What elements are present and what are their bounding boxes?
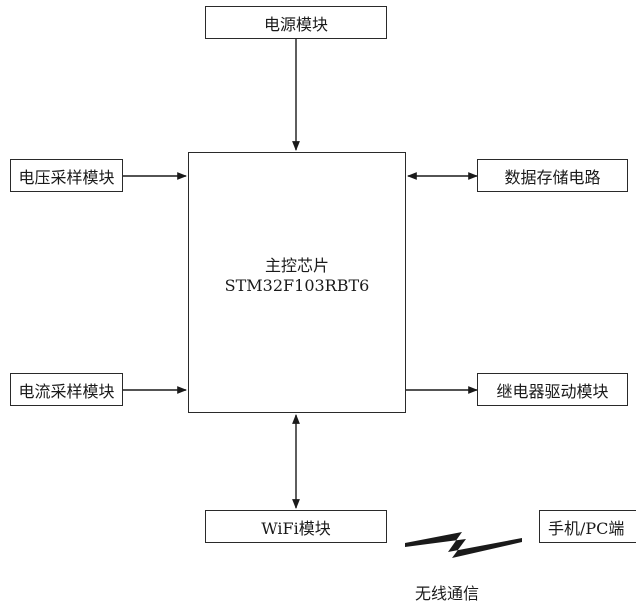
main-chip-title: 主控芯片: [264, 256, 329, 275]
wifi-module-block: WiFi模块: [205, 510, 387, 543]
phone-pc-block: 手机/PC端: [539, 510, 636, 543]
power-module-label: 电源模块: [263, 14, 328, 34]
storage-circuit-block: 数据存储电路: [477, 159, 628, 192]
wifi-module-label: WiFi模块: [261, 518, 331, 538]
phone-pc-label: 手机/PC端: [548, 518, 625, 538]
main-chip-model: STM32F103RBT6: [224, 276, 370, 295]
power-module-block: 电源模块: [205, 6, 387, 39]
current-sampling-label: 电流采样模块: [18, 381, 115, 401]
voltage-sampling-block: 电压采样模块: [10, 159, 123, 192]
wireless-link-icon: [405, 532, 522, 558]
relay-driver-label: 继电器驱动模块: [496, 381, 609, 401]
voltage-sampling-label: 电压采样模块: [18, 167, 115, 187]
wireless-comm-label: 无线通信: [415, 584, 480, 603]
main-chip-block: [188, 152, 406, 413]
relay-driver-block: 继电器驱动模块: [477, 373, 628, 406]
storage-circuit-label: 数据存储电路: [504, 167, 601, 187]
current-sampling-block: 电流采样模块: [10, 373, 123, 406]
main-chip-text: 主控芯片 STM32F103RBT6: [188, 256, 406, 296]
